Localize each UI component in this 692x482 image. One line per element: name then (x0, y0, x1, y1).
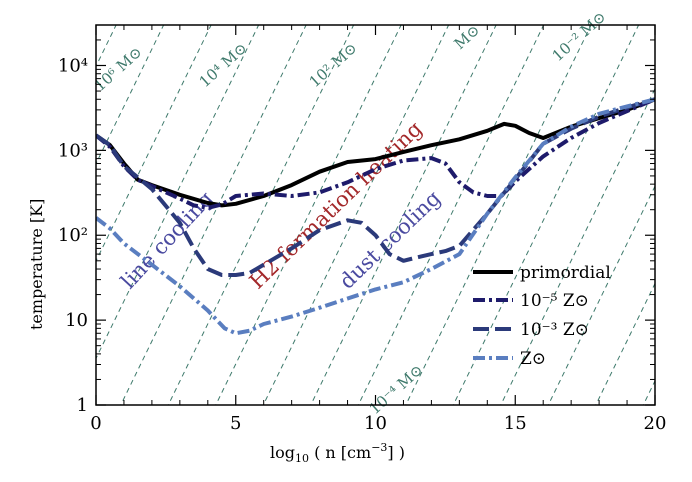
series-line (96, 97, 655, 208)
y-tick-label: 10² (58, 225, 88, 246)
guide-line (642, 379, 655, 405)
y-tick-label: 10³ (58, 140, 88, 161)
guide-line (167, 25, 355, 405)
guide-line (96, 25, 260, 360)
guide-line (0, 15, 26, 425)
x-tick-label: 10 (364, 413, 387, 434)
guide-line (595, 282, 655, 405)
series-line (96, 97, 655, 210)
legend-label: 10⁻⁵ Z⊙ (520, 291, 589, 311)
guide-line (500, 87, 655, 405)
y-axis-label: temperature [K] (27, 199, 46, 330)
series-lines (96, 97, 655, 336)
x-axis-label: log10 ( n [cm−3] ) (270, 441, 405, 465)
guide-line (405, 25, 592, 405)
guide-line (96, 25, 212, 263)
guide-line (547, 185, 655, 405)
annotation-label: H2 formation heating (245, 117, 427, 294)
x-tick-label: 15 (504, 413, 527, 434)
y-tick-label: 1 (77, 395, 88, 416)
legend: primordial 10⁻⁵ Z⊙ 10⁻³ Z⊙ Z⊙ (473, 263, 611, 369)
guide-line (215, 25, 402, 405)
y-tick-label: 10 (65, 310, 88, 331)
guide-line (120, 25, 307, 405)
axis-ticks: 0 5 10 15 20 1 10 10² 10³ 10⁴ (58, 24, 667, 434)
jeans-mass-label: 10⁻² M⊙ (549, 8, 610, 65)
jeans-mass-label: 10⁻⁴ M⊙ (366, 361, 427, 418)
x-tick-label: 5 (230, 413, 241, 434)
legend-label: Z⊙ (520, 349, 546, 369)
legend-label: 10⁻³ Z⊙ (520, 320, 589, 340)
guide-line (96, 25, 165, 165)
x-tick-label: 0 (90, 413, 101, 434)
jeans-mass-label: 10⁴ M⊙ (196, 39, 251, 91)
y-tick-label: 10⁴ (58, 55, 88, 76)
series-line (96, 97, 655, 277)
guide-line (357, 25, 545, 405)
x-tick-label: 20 (644, 413, 667, 434)
jeans-mass-label: 10² M⊙ (306, 39, 361, 91)
series-line (96, 97, 655, 336)
guide-line (310, 25, 497, 405)
legend-label: primordial (520, 263, 611, 283)
